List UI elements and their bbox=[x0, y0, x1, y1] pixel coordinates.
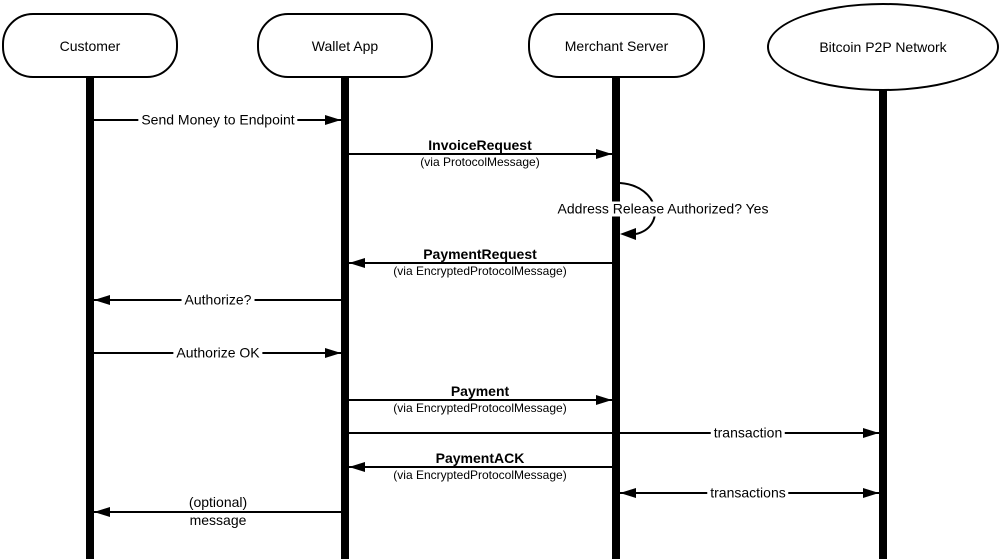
message-payment-ack-title: PaymentACK bbox=[433, 450, 527, 466]
message-authorize-ok-label: Authorize OK bbox=[173, 345, 263, 361]
lifeline-customer bbox=[86, 72, 94, 559]
actor-bitcoin-p2p-network-label: Bitcoin P2P Network bbox=[819, 39, 947, 55]
message-payment-request-title: PaymentRequest bbox=[421, 246, 539, 262]
message-optional-label-line2: message bbox=[187, 512, 249, 528]
message-payment-subtitle: (via EncryptedProtocolMessage) bbox=[391, 401, 569, 415]
lifeline-wallet-app bbox=[341, 72, 349, 559]
arrowhead-left-icon bbox=[620, 488, 636, 498]
arrowhead-left-icon bbox=[94, 507, 110, 517]
arrowhead-right-icon bbox=[325, 115, 341, 125]
lifeline-bitcoin-p2p-network bbox=[879, 85, 887, 559]
actor-customer-label: Customer bbox=[59, 37, 121, 54]
message-transactions-label: transactions bbox=[707, 485, 789, 501]
message-invoice-request-title: InvoiceRequest bbox=[426, 137, 534, 153]
actor-merchant-server: Merchant Server bbox=[528, 13, 705, 78]
arrowhead-left-icon bbox=[349, 258, 365, 268]
arrowhead-left-icon bbox=[349, 462, 365, 472]
actor-wallet-app: Wallet App bbox=[257, 13, 433, 78]
actor-wallet-app-label: Wallet App bbox=[311, 37, 379, 54]
message-optional-label-line1: (optional) bbox=[186, 494, 250, 510]
message-payment-title: Payment bbox=[448, 383, 512, 399]
arrowhead-right-icon bbox=[596, 149, 612, 159]
actor-bitcoin-p2p-network: Bitcoin P2P Network bbox=[767, 3, 999, 91]
message-payment-request-line bbox=[349, 262, 612, 264]
message-payment-ack-line bbox=[349, 466, 612, 468]
arrowhead-right-icon bbox=[596, 395, 612, 405]
message-payment-request-subtitle: (via EncryptedProtocolMessage) bbox=[391, 264, 569, 278]
message-send-money-label: Send Money to Endpoint bbox=[138, 112, 298, 128]
message-payment-ack-subtitle: (via EncryptedProtocolMessage) bbox=[391, 468, 569, 482]
message-transaction-label: transaction bbox=[710, 425, 786, 441]
lifeline-merchant-server bbox=[612, 72, 620, 559]
actor-customer: Customer bbox=[2, 13, 178, 78]
message-optional-line bbox=[94, 511, 341, 513]
message-address-release-label: Address Release Authorized? Yes bbox=[554, 201, 772, 217]
arrowhead-right-icon bbox=[863, 488, 879, 498]
actor-merchant-server-label: Merchant Server bbox=[564, 37, 669, 54]
arrowhead-left-icon bbox=[94, 295, 110, 305]
message-payment-line bbox=[349, 399, 612, 401]
arrowhead-right-icon bbox=[325, 348, 341, 358]
message-invoice-request-subtitle: (via ProtocolMessage) bbox=[418, 155, 542, 169]
message-authorize-label: Authorize? bbox=[181, 292, 255, 308]
arrowhead-right-icon bbox=[863, 428, 879, 438]
message-invoice-request-line bbox=[349, 153, 612, 155]
